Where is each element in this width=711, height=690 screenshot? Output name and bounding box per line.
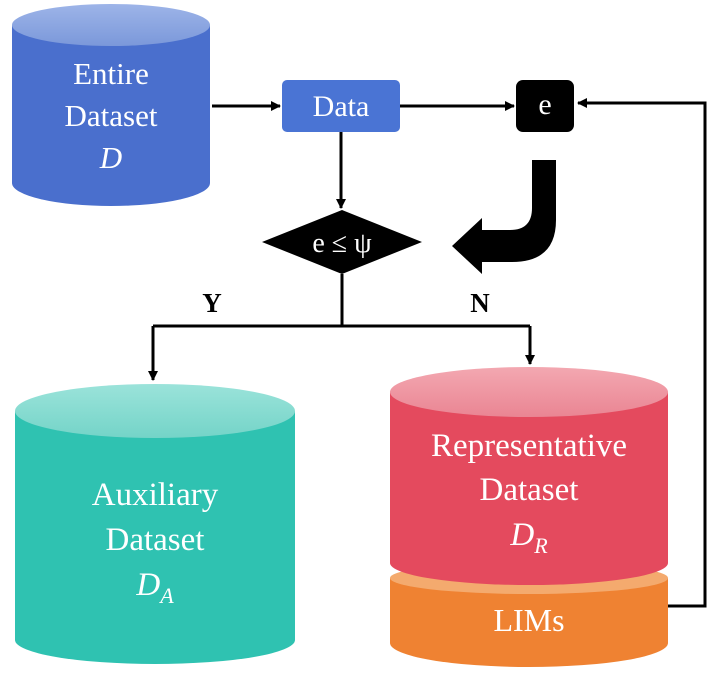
data-box-label: Data: [313, 90, 370, 123]
auxiliary-dataset-cylinder: Auxiliary Dataset DA: [15, 384, 295, 664]
representative-dataset-subscript: R: [533, 533, 548, 558]
auxiliary-dataset-body: [15, 411, 295, 664]
entire-dataset-line2: Dataset: [65, 98, 158, 133]
lims-body: [390, 578, 668, 667]
representative-dataset-line2: Dataset: [480, 472, 579, 508]
arrow-lims-feedback: [577, 98, 707, 608]
data-box: Data: [282, 80, 400, 132]
auxiliary-dataset-symbol: DA: [135, 567, 174, 608]
lims-label: LIMs: [493, 602, 564, 638]
curved-feedback-arrow: [452, 160, 556, 274]
auxiliary-dataset-line1: Auxiliary: [92, 477, 219, 513]
decision-diamond: e ≤ ψ: [262, 210, 422, 274]
e-box-label: e: [538, 88, 551, 121]
auxiliary-dataset-top: [15, 384, 295, 438]
auxiliary-dataset-subscript: A: [158, 583, 174, 608]
entire-dataset-body: [12, 25, 210, 206]
representative-dataset-symbol: DR: [509, 517, 548, 558]
branch-yes-label: Y: [202, 288, 222, 318]
representative-dataset-cylinder: Representative Dataset DR: [390, 367, 668, 585]
branch-no-label: N: [470, 288, 490, 318]
representative-dataset-line1: Representative: [431, 428, 627, 464]
entire-dataset-symbol: D: [99, 140, 122, 175]
entire-dataset-line1: Entire: [73, 56, 149, 91]
entire-dataset-top: [12, 4, 210, 46]
representative-dataset-body: [390, 392, 668, 585]
connectors: [148, 98, 707, 608]
entire-dataset-cylinder: Entire Dataset D: [12, 4, 210, 206]
e-box: e: [516, 80, 574, 132]
representative-dataset-top: [390, 367, 668, 417]
auxiliary-dataset-line2: Dataset: [106, 522, 205, 558]
decision-label: e ≤ ψ: [312, 228, 372, 259]
